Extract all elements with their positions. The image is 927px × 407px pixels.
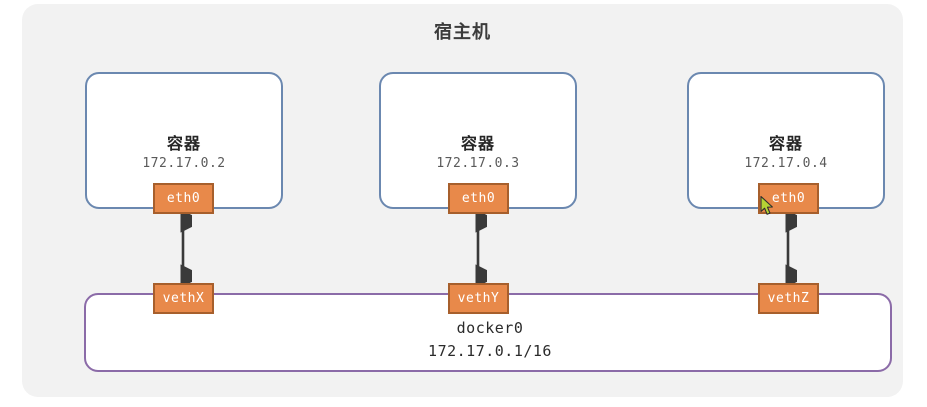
connector-arrow-2: [475, 212, 487, 285]
docker0-bridge-name: docker0: [456, 319, 524, 337]
container-label-1: 容器: [166, 134, 201, 153]
veth-chip-1[interactable]: vethX: [153, 283, 214, 314]
docker0-bridge-ip: 172.17.0.1/16: [428, 342, 552, 360]
veth-chip-2[interactable]: vethY: [448, 283, 509, 314]
container-box-3: 容器 172.17.0.4: [687, 72, 885, 209]
container-label-3: 容器: [768, 134, 803, 153]
host-machine-title: 宿主机: [434, 22, 491, 43]
eth0-chip-1[interactable]: eth0: [153, 183, 214, 214]
container-ip-3: 172.17.0.4: [744, 156, 828, 171]
connector-arrow-1: [180, 212, 192, 285]
eth0-chip-2[interactable]: eth0: [448, 183, 509, 214]
container-ip-2: 172.17.0.3: [436, 156, 520, 171]
host-machine-panel: 宿主机 容器 172.17.0.2 容器 172.17.0.3 容器 172.1…: [22, 4, 903, 397]
veth-chip-3[interactable]: vethZ: [758, 283, 819, 314]
container-box-2: 容器 172.17.0.3: [379, 72, 577, 209]
eth0-chip-3[interactable]: eth0: [758, 183, 819, 214]
container-label-2: 容器: [460, 134, 495, 153]
connector-arrow-3: [785, 212, 797, 285]
container-ip-1: 172.17.0.2: [142, 156, 226, 171]
